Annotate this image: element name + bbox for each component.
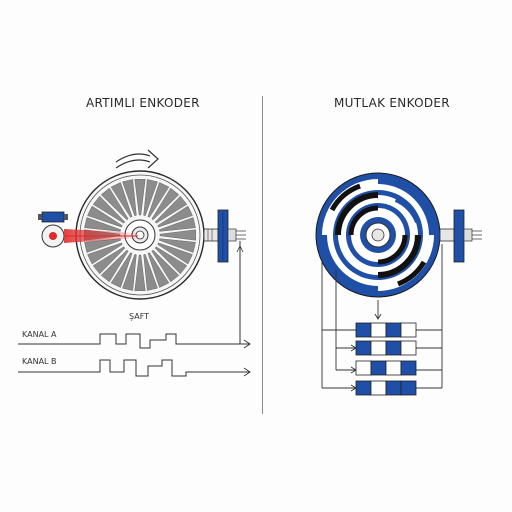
disc-slot bbox=[157, 242, 193, 265]
disc-slot bbox=[122, 179, 137, 216]
code-bit bbox=[370, 360, 387, 376]
rotation-arrow-icon bbox=[115, 149, 159, 169]
light-source-icon bbox=[38, 211, 68, 248]
disc-slot bbox=[159, 238, 196, 253]
absolute-shaft bbox=[439, 228, 455, 242]
code-bit bbox=[385, 360, 402, 376]
code-output-bars bbox=[355, 322, 417, 396]
absolute-disc bbox=[315, 172, 441, 298]
channel-b-label: KANAL B bbox=[22, 357, 57, 366]
disc-slot bbox=[110, 252, 133, 288]
code-bit bbox=[355, 340, 372, 356]
disc-slot bbox=[154, 195, 188, 224]
code-bit bbox=[400, 360, 417, 376]
disc-slot bbox=[157, 205, 193, 228]
panel-divider bbox=[262, 96, 263, 414]
code-bit bbox=[370, 380, 387, 396]
code-bit bbox=[370, 340, 387, 356]
disc-slot bbox=[100, 187, 129, 221]
disc-slot bbox=[159, 217, 196, 232]
channel-a-waveform bbox=[18, 333, 251, 349]
code-bit bbox=[385, 340, 402, 356]
code-bit bbox=[400, 322, 417, 338]
disc-slot bbox=[110, 182, 133, 218]
disc-slot bbox=[87, 205, 123, 228]
disc-slot bbox=[151, 187, 180, 221]
disc-slot bbox=[87, 242, 123, 265]
disc-slot bbox=[134, 179, 146, 216]
sensor-pins bbox=[227, 228, 246, 242]
code-bit bbox=[385, 322, 402, 338]
code-bit bbox=[400, 340, 417, 356]
code-bit bbox=[385, 380, 402, 396]
incremental-encoder-title: ARTIMLI ENKODER bbox=[86, 96, 200, 110]
disc-slot bbox=[92, 246, 126, 275]
disc-slot bbox=[154, 246, 188, 275]
shaft bbox=[203, 228, 219, 242]
code-bit bbox=[355, 360, 372, 376]
disc-slot bbox=[84, 217, 121, 232]
code-bit bbox=[355, 322, 372, 338]
shaft-label: ŞAFT bbox=[129, 312, 150, 321]
disc-slot bbox=[143, 254, 158, 291]
disc-slot bbox=[92, 195, 126, 224]
sensor-plate bbox=[217, 209, 229, 263]
disc-slot bbox=[134, 254, 146, 291]
absolute-encoder-title: MUTLAK ENKODER bbox=[334, 96, 450, 110]
code-bit bbox=[355, 380, 372, 396]
code-bit bbox=[400, 380, 417, 396]
disc-slot bbox=[147, 182, 170, 218]
disc-slot bbox=[100, 249, 129, 283]
disc-slot bbox=[151, 249, 180, 283]
absolute-sensor-pins bbox=[463, 228, 482, 242]
channel-a-label: KANAL A bbox=[22, 330, 57, 339]
channel-b-waveform bbox=[18, 359, 251, 377]
absolute-sensor-plate bbox=[453, 209, 465, 263]
signal-wire bbox=[236, 241, 244, 344]
disc-slot bbox=[122, 254, 137, 291]
disc-slot bbox=[143, 179, 158, 216]
disc-slot bbox=[147, 252, 170, 288]
code-bit bbox=[370, 322, 387, 338]
absolute-wiring bbox=[321, 244, 443, 392]
disc-slot bbox=[159, 229, 196, 241]
